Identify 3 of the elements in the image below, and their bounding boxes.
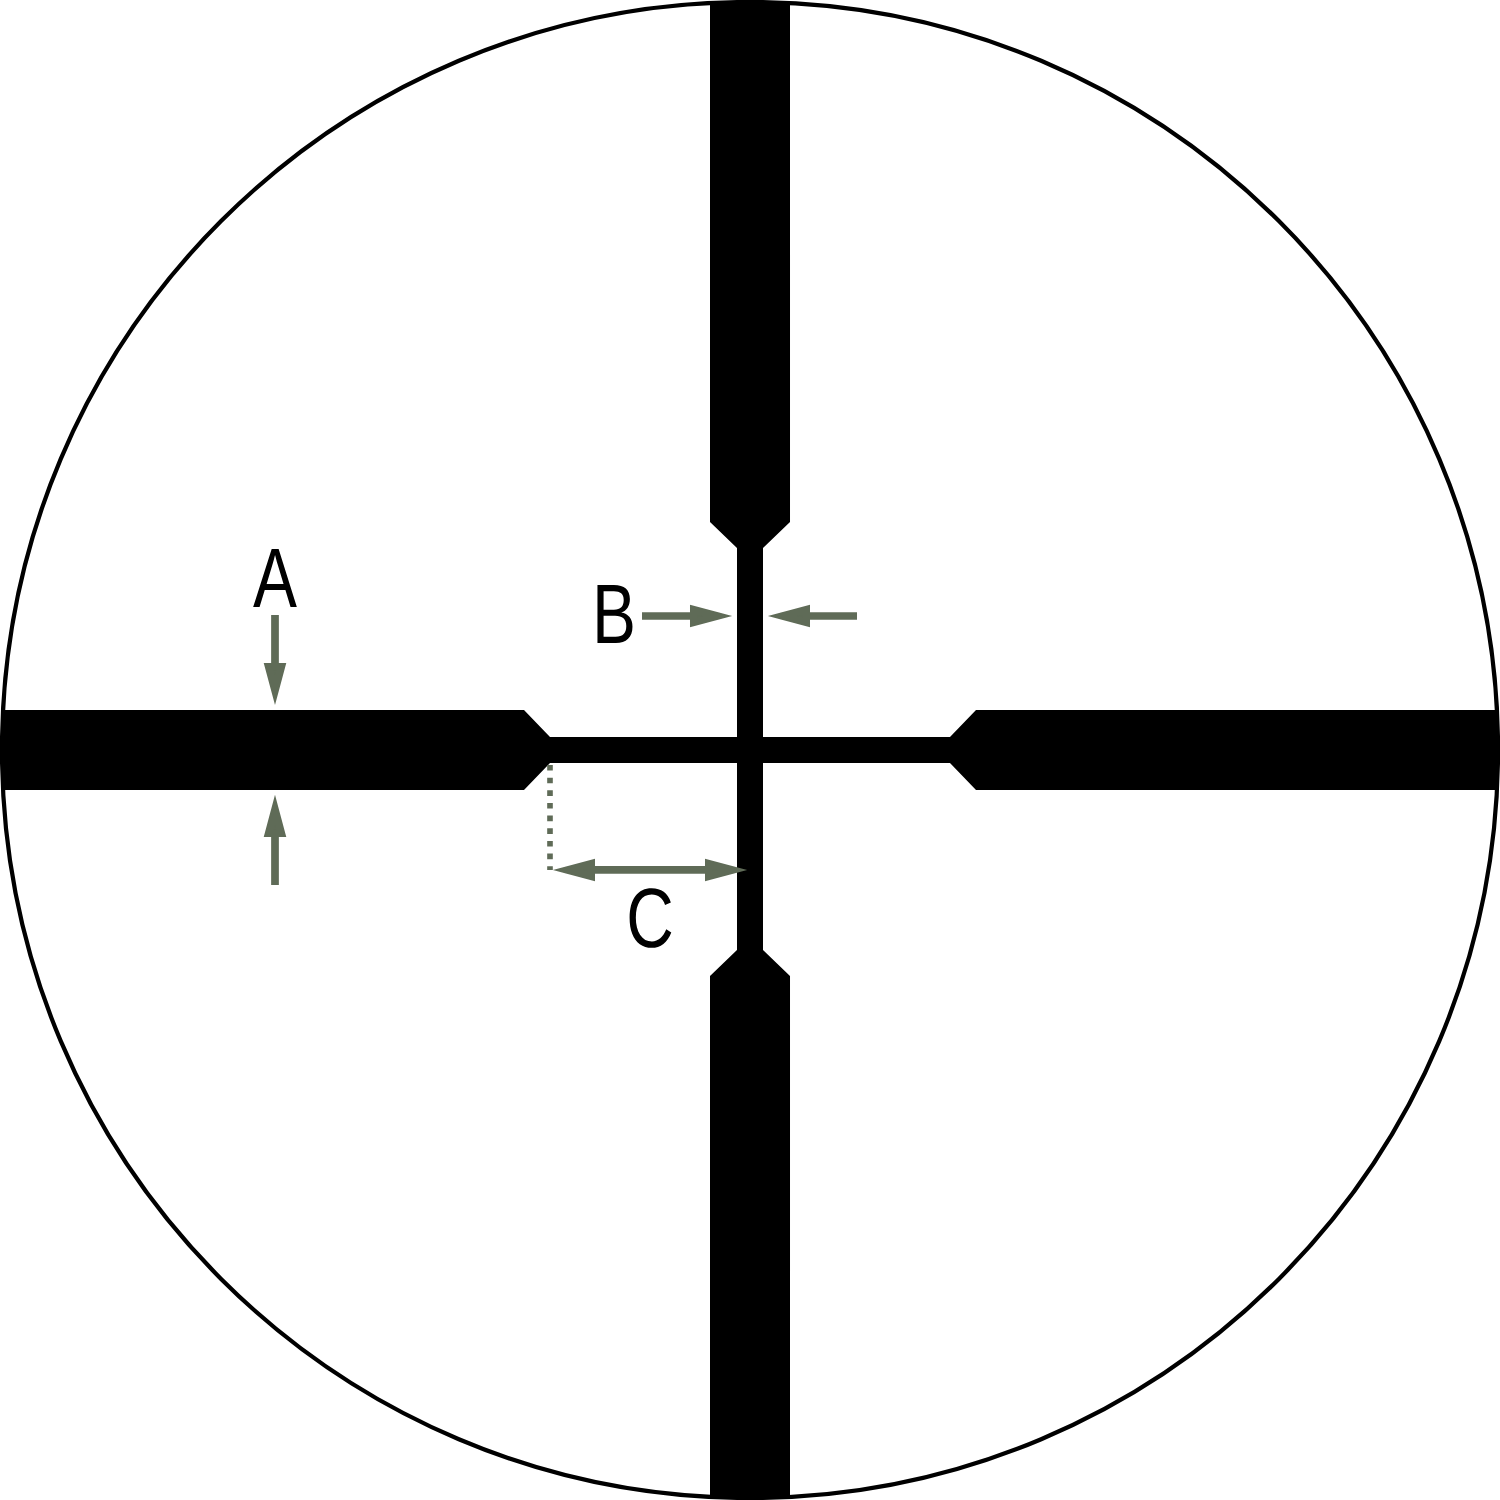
dimension-label: C (629, 888, 672, 948)
dimension-label: B (597, 584, 633, 643)
dimension-label: A (253, 548, 297, 607)
